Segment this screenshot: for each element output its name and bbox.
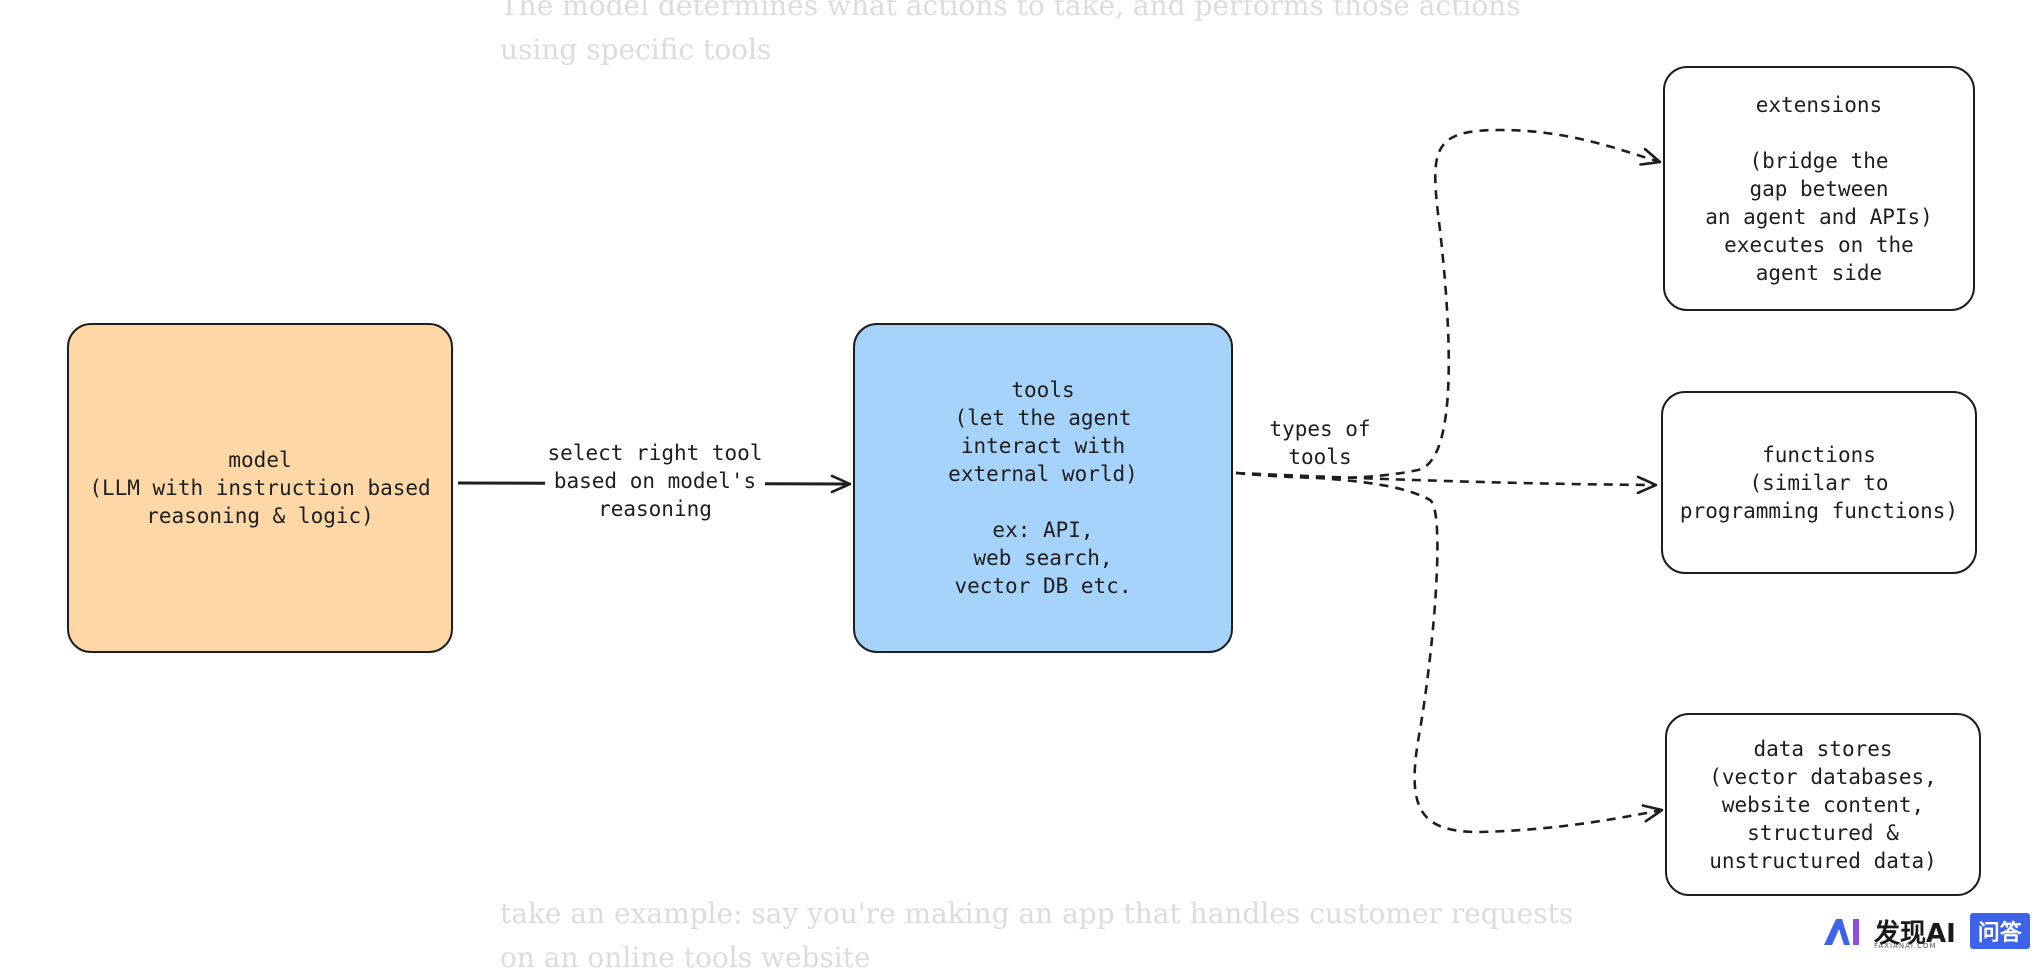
functions-node: functions (similar to programming functi… xyxy=(1661,391,1977,574)
background-text-line: using specific tools xyxy=(500,33,772,66)
model-node: model (LLM with instruction based reason… xyxy=(67,323,453,653)
background-text-line: take an example: say you're making an ap… xyxy=(500,897,1574,930)
watermark-badge: 问答 xyxy=(1969,913,2030,949)
edge-label-select-tool: select right tool based on model's reaso… xyxy=(545,439,765,523)
arrow-tools-to-extensions xyxy=(1235,128,1662,480)
brand-logo-icon xyxy=(1824,919,1859,945)
arrow-tools-to-data-stores xyxy=(1235,471,1664,834)
tools-node: tools (let the agent interact with exter… xyxy=(853,323,1233,653)
edge-label-types-of-tools: types of tools xyxy=(1269,417,1371,469)
data-stores-node: data stores (vector databases, website c… xyxy=(1665,713,1981,896)
watermark-brand: 发现AI xyxy=(1874,918,1956,949)
extensions-node: extensions (bridge the gap between an ag… xyxy=(1663,66,1975,311)
watermark-domain: FAXIANAI.COM xyxy=(1874,942,1937,950)
background-text-line: The model determines what actions to tak… xyxy=(500,0,1521,22)
arrow-tools-to-functions xyxy=(1235,471,1658,495)
watermark: 发现AI FAXIANAI.COM 问答 xyxy=(1822,912,2030,950)
background-paragraph-top: The model determines what actions to tak… xyxy=(500,0,1521,72)
